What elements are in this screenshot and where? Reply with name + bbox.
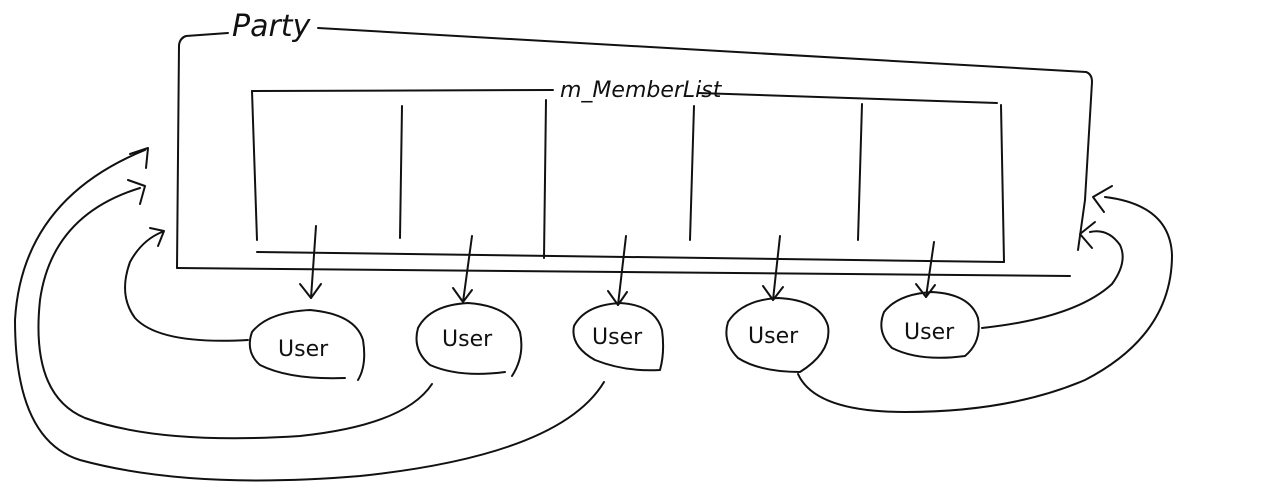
user-node-1: User [248,309,366,381]
party-box [176,27,1093,277]
user-node-4: User [725,297,830,373]
user-label: User [748,324,799,349]
user-node-5: User [880,291,980,359]
user-to-party-arrows [14,147,1173,482]
user-label: User [592,325,643,350]
user-node-2: User [415,302,523,377]
arrow-5 [915,241,936,298]
slot-divider [857,103,863,241]
party-label: Party [232,9,312,44]
slot-divider [689,105,695,241]
arrow-2 [452,235,473,303]
slot-to-user-arrows [299,225,936,306]
slot-divider [543,99,547,259]
user-node-3: User [572,302,665,372]
user-label: User [442,327,493,352]
member-list-label: m_MemberList [560,78,723,103]
arrow-4 [762,235,784,301]
arrow-3 [607,235,628,306]
user-label: User [904,320,955,345]
slot-divider [399,105,403,239]
user-label: User [278,337,329,362]
member-list-box [251,89,1005,263]
arrow-1 [299,225,322,299]
